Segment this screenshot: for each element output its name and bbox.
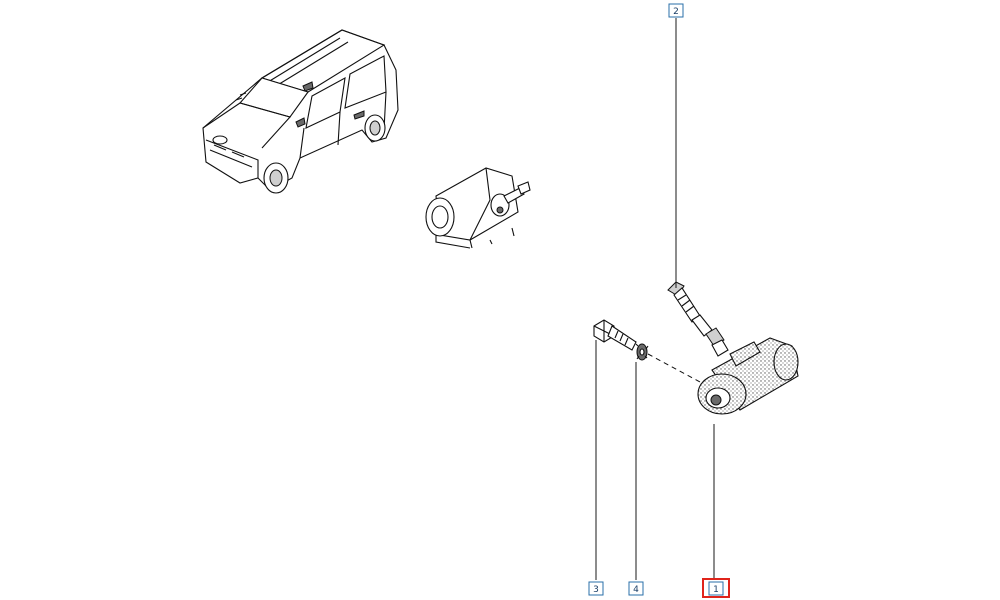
lock-washer-part bbox=[635, 343, 649, 361]
wheel-cylinder-location-illustration bbox=[425, 167, 531, 249]
leader-lines bbox=[595, 18, 715, 580]
callout-3[interactable]: 3 bbox=[588, 581, 604, 596]
callout-4[interactable]: 4 bbox=[628, 581, 644, 596]
vehicle-locator-illustration bbox=[202, 29, 399, 194]
callout-2[interactable]: 2 bbox=[668, 3, 684, 18]
bolt-part bbox=[593, 319, 637, 351]
callout-2-number: 2 bbox=[673, 7, 679, 17]
wheel-cylinder-part bbox=[697, 337, 799, 415]
callout-1-number: 1 bbox=[713, 585, 719, 595]
callout-1-selected[interactable]: 1 bbox=[702, 578, 730, 598]
callout-3-number: 3 bbox=[593, 585, 599, 595]
callout-4-number: 4 bbox=[633, 585, 639, 595]
bleed-screw-part bbox=[667, 281, 729, 357]
assembly-axis-line bbox=[647, 353, 701, 383]
